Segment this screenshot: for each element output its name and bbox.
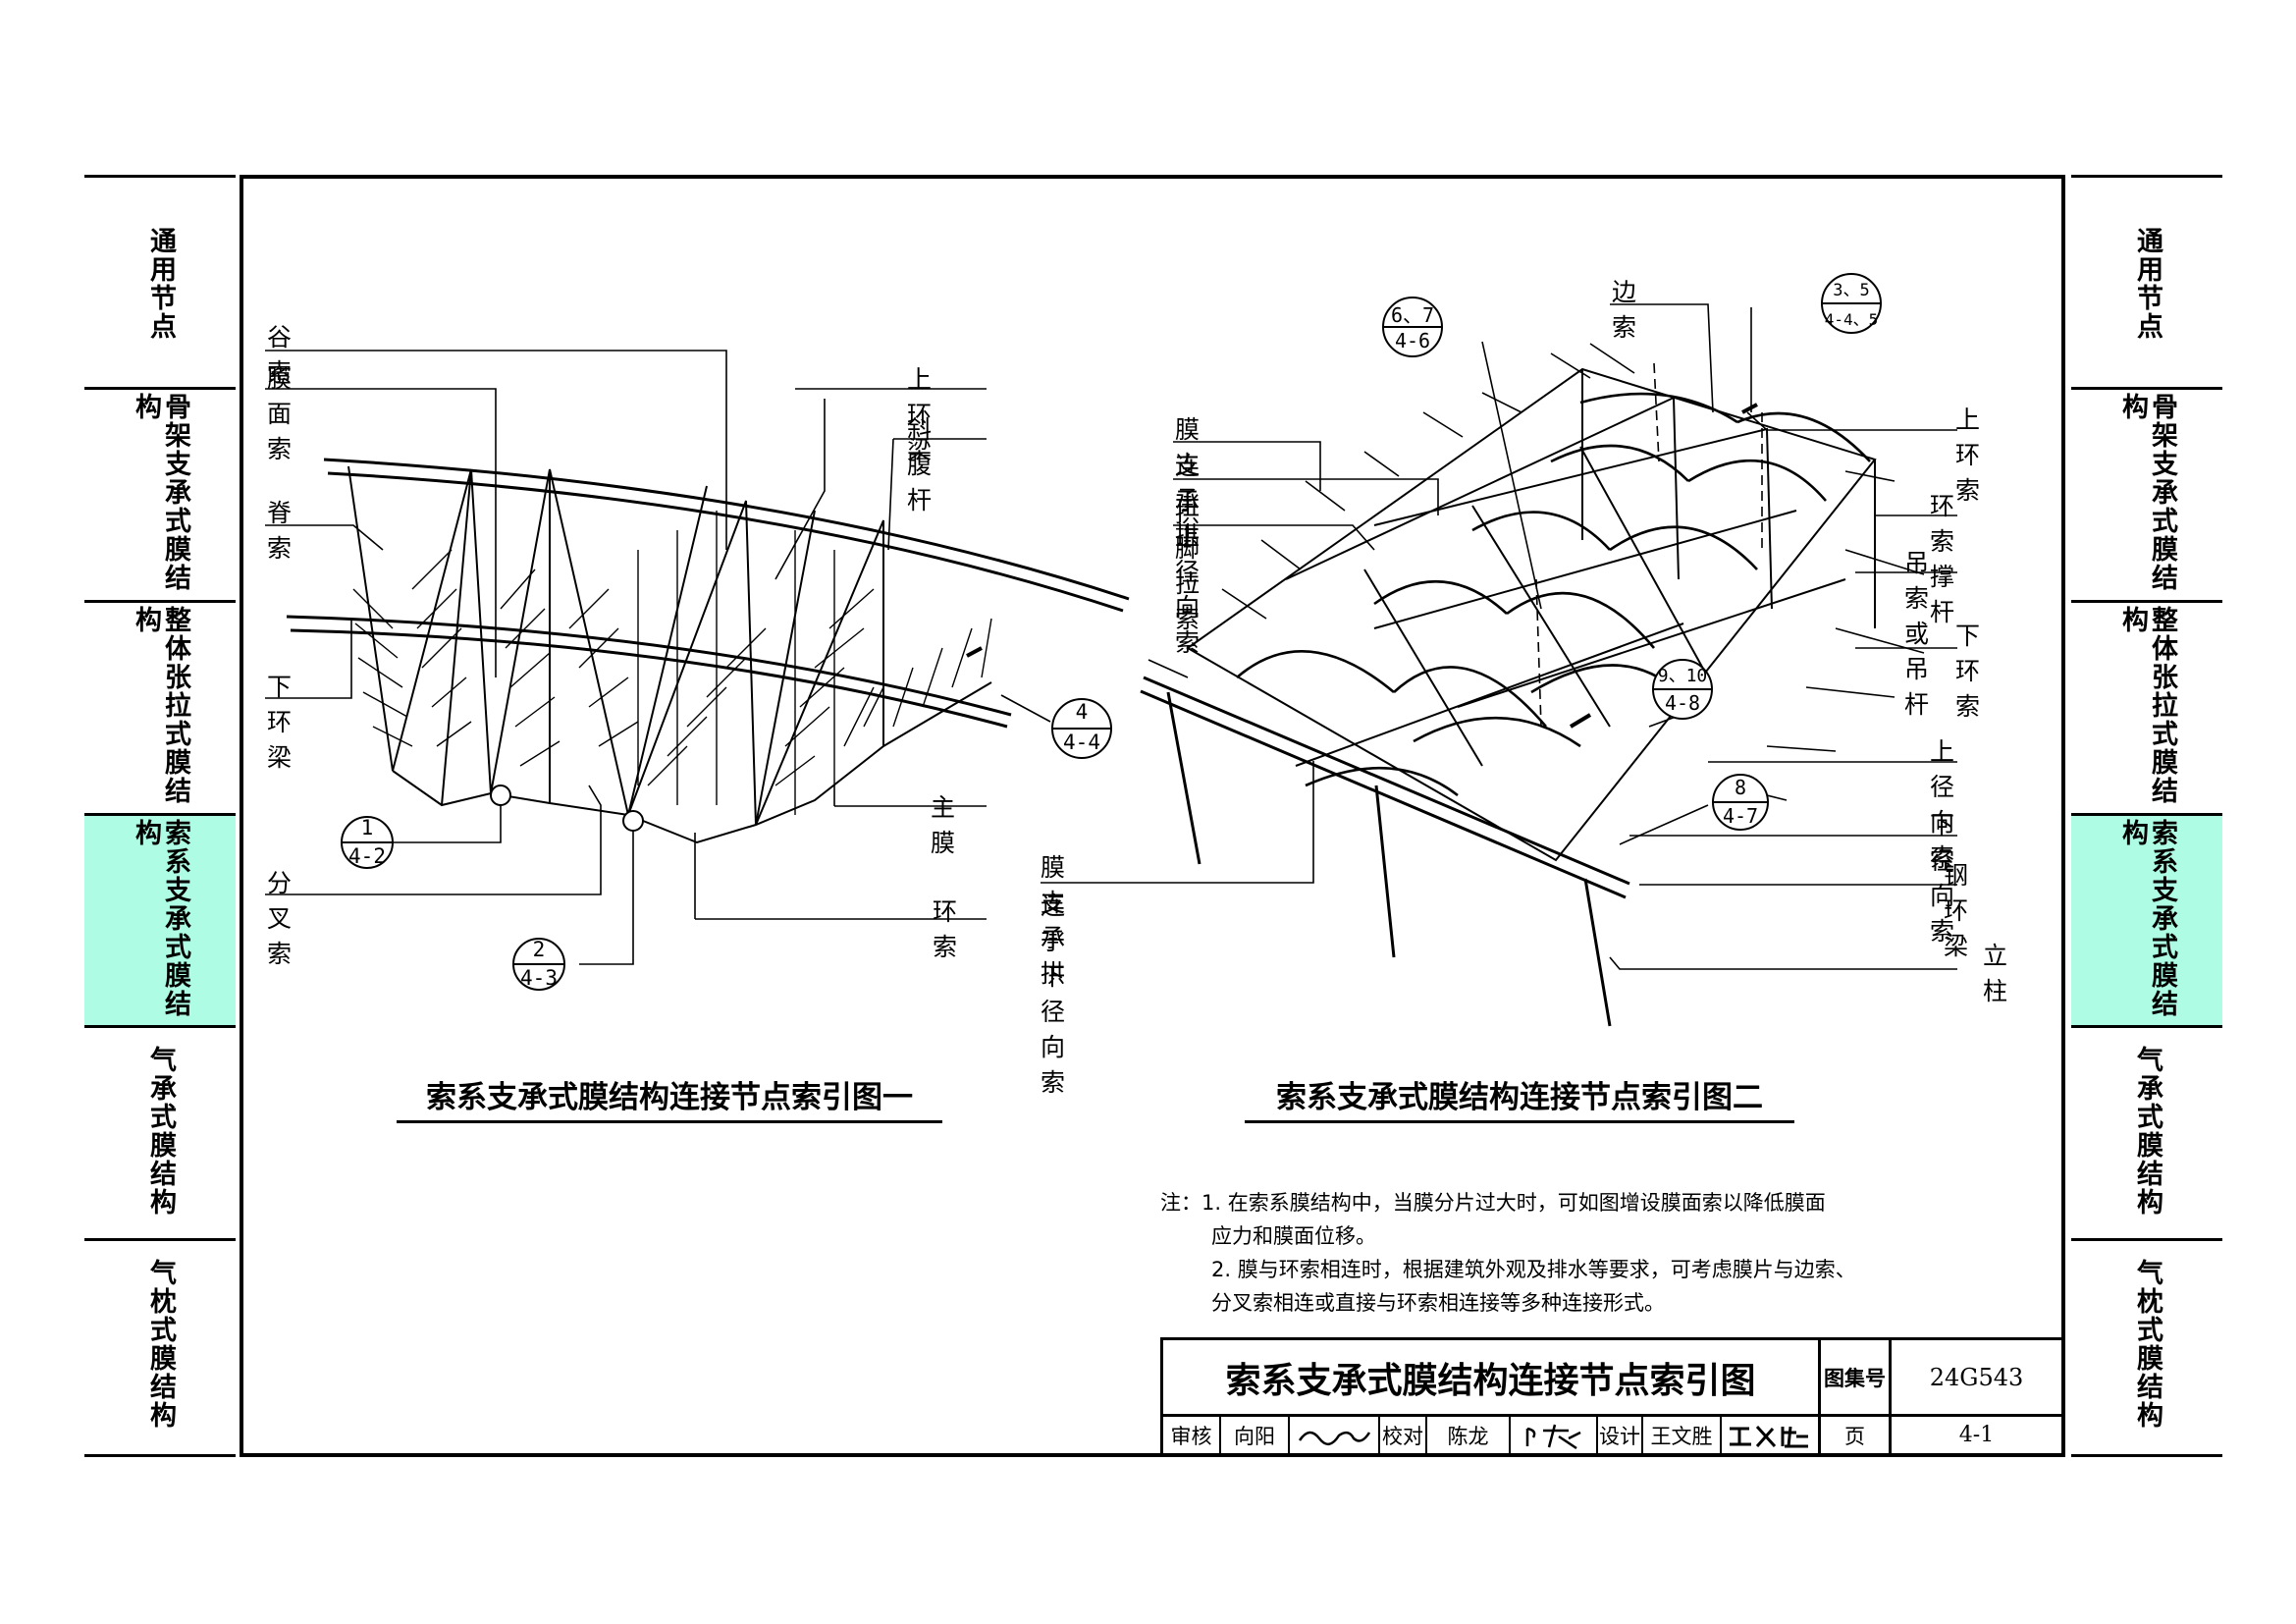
- label-ridge-cable: 脊索: [267, 499, 293, 563]
- callout-circles: [341, 273, 1882, 991]
- label-ring-cable: 环索: [933, 897, 958, 961]
- label-diagonal-web: 斜腹杆: [907, 415, 933, 514]
- label-main-membrane: 主膜: [931, 793, 956, 857]
- right-nav-label: 通用节点: [2132, 227, 2163, 341]
- note-line-1: 注：1. 在索系膜结构中，当膜分片过大时，可如图增设膜面索以降低膜面: [1160, 1191, 1826, 1215]
- label-lower-ring-cable: 下环索: [1955, 622, 1981, 721]
- designer-name: 王文胜: [1650, 1424, 1713, 1448]
- left-nav-label: 通用节点: [145, 227, 176, 341]
- check-label: 校对: [1382, 1424, 1423, 1448]
- right-nav-label: 气枕式膜结构: [2132, 1259, 2163, 1430]
- label-fork-cable: 分叉索: [267, 869, 293, 968]
- callout-8-ref: 4-7: [1722, 804, 1759, 828]
- right-nav-item-tension[interactable]: 整体张拉式膜结构: [2071, 600, 2222, 816]
- left-nav-label: 气承式膜结构: [145, 1046, 176, 1217]
- atlas-number: 24G543: [1929, 1363, 2024, 1391]
- label-upper-radial-cable: 上径向索: [1930, 737, 1955, 872]
- page-label: 页: [1844, 1424, 1865, 1448]
- callout-3-5-ref: 4-4、5: [1824, 310, 1879, 329]
- label-edge-cable: 边索: [1612, 278, 1637, 342]
- figure1-structure: [286, 458, 1130, 844]
- callout-6-7-num: 6、7: [1390, 303, 1435, 327]
- label-arch-upper-2: 连于上径向索: [1175, 452, 1201, 657]
- left-sidebar-bottom-rule: [84, 1454, 236, 1457]
- callout-4-ref: 4-4: [1063, 731, 1100, 754]
- label-lower-radial-cable: 下径向索: [1930, 811, 1955, 946]
- callout-9-10-num: 9、10: [1657, 666, 1708, 686]
- reviewer-signature: [1290, 1417, 1378, 1453]
- callout-1-ref: 4-2: [348, 844, 386, 868]
- right-nav-item-frame[interactable]: 骨架支承式膜结构: [2071, 387, 2222, 603]
- label-column: 立柱: [1983, 942, 2008, 1005]
- checker-name: 陈龙: [1447, 1424, 1489, 1448]
- reviewer-signature-icon: [1298, 1431, 1371, 1445]
- checker-signature: [1511, 1417, 1596, 1453]
- right-nav-item-cable[interactable]: 索系支承式膜结构: [2071, 813, 2222, 1028]
- right-sidebar-bottom-rule: [2071, 1454, 2222, 1457]
- left-nav-item-air-supported[interactable]: 气承式膜结构: [84, 1025, 236, 1241]
- reviewer-name: 向阳: [1234, 1424, 1275, 1448]
- label-arch-lower-1: 膜支承拱: [1041, 853, 1066, 988]
- figure2-structure: [1140, 343, 1925, 1027]
- left-nav-item-tension[interactable]: 整体张拉式膜结构: [84, 600, 236, 816]
- label-lower-ring-beam: 下环梁: [267, 673, 293, 772]
- left-nav-label: 索系支承式膜结构: [131, 819, 190, 1018]
- right-nav-label: 气承式膜结构: [2132, 1046, 2163, 1217]
- callout-3-5-num: 3、5: [1833, 281, 1870, 300]
- left-nav-item-air-cushion[interactable]: 气枕式膜结构: [84, 1238, 236, 1457]
- figure2-title: 索系支承式膜结构连接节点索引图二: [1245, 1072, 1794, 1123]
- callout-6-7-ref: 4-6: [1394, 329, 1431, 352]
- label-arch-foot-cable: 拱脚拉索: [1175, 499, 1201, 633]
- checker-signature-icon: [1525, 1424, 1581, 1449]
- note-line-4: 分叉索相连或直接与环索相连接等多种连接形式。: [1211, 1291, 1665, 1315]
- right-nav-item-air-supported[interactable]: 气承式膜结构: [2071, 1025, 2222, 1241]
- title-block: 索系支承式膜结构连接节点索引图 图集号 24G543 审核 向阳 校对 陈龙 设…: [1160, 1337, 2061, 1453]
- right-nav-label: 索系支承式膜结构: [2117, 819, 2177, 1018]
- callout-8-num: 8: [1734, 776, 1747, 799]
- right-nav-item-air-cushion[interactable]: 气枕式膜结构: [2071, 1238, 2222, 1457]
- label-upper-ring-cable: 上环索: [1955, 406, 1981, 505]
- callout-9-10-ref: 4-8: [1664, 691, 1701, 715]
- left-nav-item-frame[interactable]: 骨架支承式膜结构: [84, 387, 236, 603]
- label-membrane-cable: 膜面索: [267, 364, 293, 463]
- right-nav-label: 骨架支承式膜结构: [2117, 393, 2177, 592]
- left-nav-label: 气枕式膜结构: [145, 1259, 176, 1430]
- drawing-title: 索系支承式膜结构连接节点索引图: [1225, 1360, 1756, 1401]
- note-line-3: 2. 膜与环索相连时，根据建筑外观及排水等要求，可考虑膜片与边索、: [1211, 1258, 1856, 1281]
- label-arch-upper-1: 膜支承拱: [1175, 415, 1201, 550]
- label-steel-ring-beam: 钢环梁: [1944, 861, 1969, 960]
- callout-2-ref: 4-3: [520, 966, 558, 990]
- label-hanger: 吊索或吊杆: [1904, 549, 1930, 719]
- review-label: 审核: [1170, 1424, 1212, 1448]
- label-ring-strut: 环索撑杆: [1930, 492, 1955, 626]
- figure1-title: 索系支承式膜结构连接节点索引图一: [397, 1072, 942, 1123]
- note-line-2: 应力和膜面位移。: [1211, 1224, 1376, 1248]
- drawing-frame: [240, 175, 2065, 1457]
- left-nav-item-general[interactable]: 通用节点: [84, 175, 236, 390]
- atlas-label: 图集号: [1824, 1365, 1886, 1390]
- page-number: 4-1: [1958, 1423, 1995, 1447]
- designer-signature-icon: [1730, 1425, 1808, 1447]
- callout-1-num: 1: [360, 816, 374, 839]
- designer-signature: [1722, 1417, 1818, 1453]
- figure1-leaders: [265, 350, 1051, 965]
- left-nav-label: 整体张拉式膜结构: [131, 606, 190, 805]
- design-label: 设计: [1599, 1424, 1640, 1448]
- label-arch-lower-2: 连于下径向索: [1041, 892, 1066, 1097]
- left-nav-label: 骨架支承式膜结构: [131, 393, 190, 592]
- label-upper-ring-beam: 上环梁: [907, 365, 933, 464]
- left-nav-item-cable[interactable]: 索系支承式膜结构: [84, 813, 236, 1028]
- right-nav-item-general[interactable]: 通用节点: [2071, 175, 2222, 390]
- callout-4-num: 4: [1075, 700, 1089, 724]
- label-valley-cable: 谷索: [267, 323, 293, 387]
- right-nav-label: 整体张拉式膜结构: [2117, 606, 2177, 805]
- figure2-leaders: [1041, 303, 1957, 970]
- callout-2-num: 2: [532, 938, 546, 961]
